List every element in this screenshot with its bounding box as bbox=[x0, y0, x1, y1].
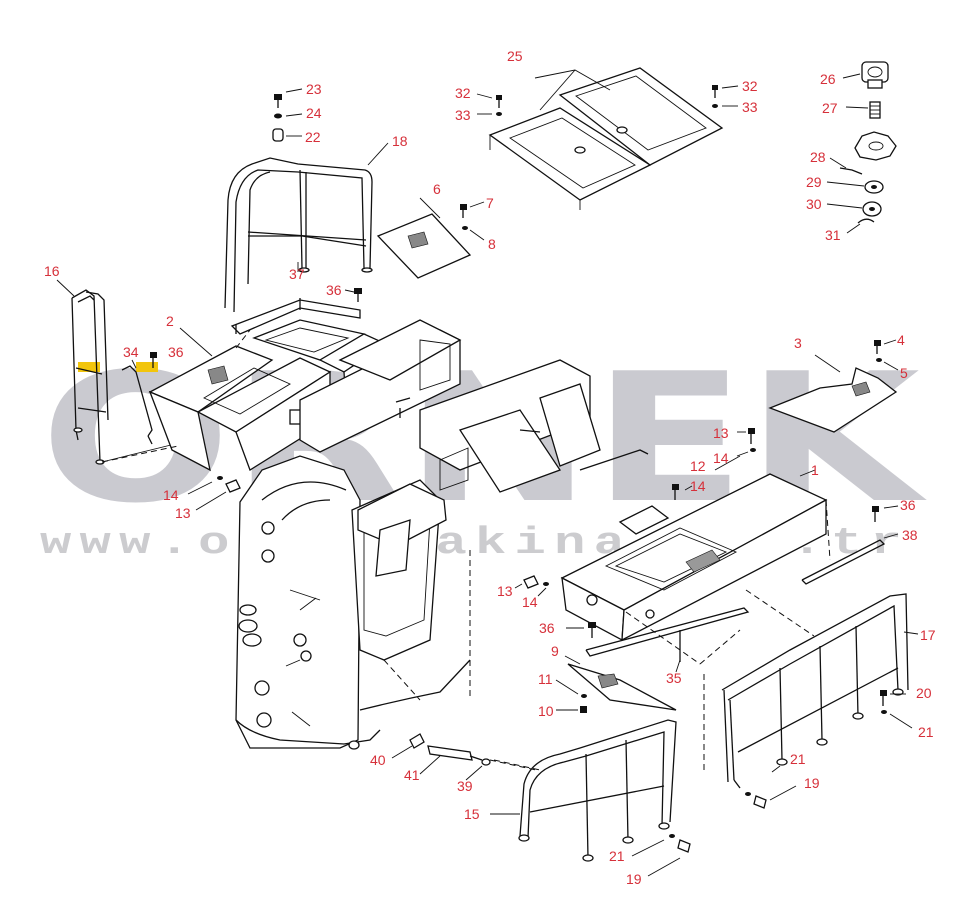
part-35-rail bbox=[585, 607, 750, 673]
part-3-plate bbox=[768, 339, 899, 433]
part-39-41-gas-spring bbox=[391, 733, 491, 781]
callout-1: 1 bbox=[811, 462, 819, 478]
fastener-22-24 bbox=[272, 88, 303, 142]
callout-28: 28 bbox=[810, 149, 826, 165]
fastener-32-33-left bbox=[476, 93, 502, 116]
callout-labels: 1 2 3 4 5 6 7 8 9 10 11 12 13 13 13 14 1… bbox=[44, 48, 936, 887]
fastener-13-14-left bbox=[187, 476, 241, 511]
callout-20: 20 bbox=[916, 685, 932, 701]
main-frame bbox=[235, 319, 601, 750]
part-1-tank-box bbox=[560, 469, 831, 642]
callout-32-right: 32 bbox=[742, 78, 758, 94]
fastener-19-21-right bbox=[745, 690, 913, 809]
callout-33-right: 33 bbox=[742, 99, 758, 115]
callout-8: 8 bbox=[488, 236, 496, 252]
callout-34: 34 bbox=[123, 344, 139, 360]
callout-14-center: 14 bbox=[690, 478, 706, 494]
watermark-accent-right bbox=[136, 362, 158, 372]
part-15-front-rail bbox=[490, 719, 677, 862]
callout-3: 3 bbox=[794, 335, 802, 351]
part-37-bracket bbox=[230, 288, 362, 335]
callout-9: 9 bbox=[551, 643, 559, 659]
part-9-plate bbox=[555, 655, 677, 713]
callout-38: 38 bbox=[902, 527, 918, 543]
callout-18: 18 bbox=[392, 133, 408, 149]
callout-39: 39 bbox=[457, 778, 473, 794]
fastener-12-14-right bbox=[579, 428, 756, 471]
callout-21-front: 21 bbox=[609, 848, 625, 864]
callout-21-center: 21 bbox=[790, 751, 806, 767]
part-34-bracket bbox=[121, 352, 157, 445]
callout-41: 41 bbox=[404, 767, 420, 783]
assembly-lines bbox=[101, 329, 741, 771]
callout-14-lower: 14 bbox=[522, 594, 538, 610]
callout-14-left: 14 bbox=[163, 487, 179, 503]
callout-36-lower: 36 bbox=[539, 620, 555, 636]
callout-14-right: 14 bbox=[713, 450, 729, 466]
callout-4: 4 bbox=[897, 332, 905, 348]
callout-6: 6 bbox=[433, 181, 441, 197]
fastener-13-14-center bbox=[514, 575, 549, 597]
frame-lugs bbox=[238, 521, 360, 750]
callout-19-right: 19 bbox=[804, 775, 820, 791]
callout-27: 27 bbox=[822, 100, 838, 116]
callout-35: 35 bbox=[666, 670, 682, 686]
part-17-side-rail bbox=[703, 593, 919, 789]
fastener-19-21-front bbox=[631, 834, 691, 877]
callout-19-front: 19 bbox=[626, 871, 642, 887]
fastener-32-33-right bbox=[712, 85, 739, 108]
callout-23: 23 bbox=[306, 81, 322, 97]
callout-5: 5 bbox=[900, 365, 908, 381]
fastener-36-lower bbox=[566, 622, 596, 638]
callout-12: 12 bbox=[690, 458, 706, 474]
part-25-cover-plates bbox=[488, 67, 724, 210]
part-6-mesh-plate bbox=[376, 197, 485, 279]
part-26-31-fuel-cap bbox=[826, 61, 897, 234]
callout-29: 29 bbox=[806, 174, 822, 190]
callout-32-left: 32 bbox=[455, 85, 471, 101]
callout-36-right: 36 bbox=[900, 497, 916, 513]
callout-22: 22 bbox=[305, 129, 321, 145]
callout-2: 2 bbox=[166, 313, 174, 329]
callout-40: 40 bbox=[370, 752, 386, 768]
callout-26: 26 bbox=[820, 71, 836, 87]
callout-16: 16 bbox=[44, 263, 60, 279]
callout-25: 25 bbox=[507, 48, 523, 64]
callout-36-left: 36 bbox=[168, 344, 184, 360]
callout-15: 15 bbox=[464, 806, 480, 822]
callout-13-right: 13 bbox=[713, 425, 729, 441]
callout-7: 7 bbox=[486, 195, 494, 211]
callout-30: 30 bbox=[806, 196, 822, 212]
callout-11: 11 bbox=[538, 671, 553, 687]
watermark-accent-left bbox=[78, 362, 100, 372]
callout-13-left: 13 bbox=[175, 505, 191, 521]
callout-33-left: 33 bbox=[455, 107, 471, 123]
callout-31: 31 bbox=[825, 227, 841, 243]
callout-21-right: 21 bbox=[918, 724, 934, 740]
part-38-rail bbox=[801, 505, 899, 585]
callout-17: 17 bbox=[920, 627, 936, 643]
fastener-14-center bbox=[672, 484, 693, 500]
callout-10: 10 bbox=[538, 703, 554, 719]
callout-24: 24 bbox=[306, 105, 322, 121]
callout-13-center: 13 bbox=[497, 583, 513, 599]
callout-37: 37 bbox=[289, 266, 305, 282]
callout-36-top: 36 bbox=[326, 282, 342, 298]
part-18-handrail bbox=[224, 142, 389, 313]
